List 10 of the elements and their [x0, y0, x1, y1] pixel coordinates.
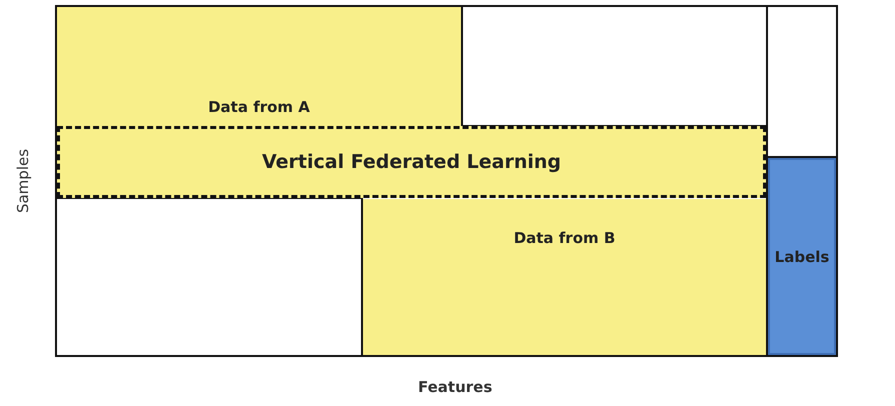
axis-label: Samples — [14, 148, 32, 216]
region-label: Data from A — [208, 98, 310, 116]
data-region — [363, 199, 766, 355]
axis-label: Features — [418, 378, 492, 396]
region-label: Labels — [774, 248, 830, 266]
region-label: Data from B — [514, 229, 616, 247]
labels-column — [768, 158, 836, 355]
data-region — [57, 7, 461, 126]
overlap-region — [57, 126, 766, 198]
region-label: Vertical Federated Learning — [262, 151, 562, 173]
